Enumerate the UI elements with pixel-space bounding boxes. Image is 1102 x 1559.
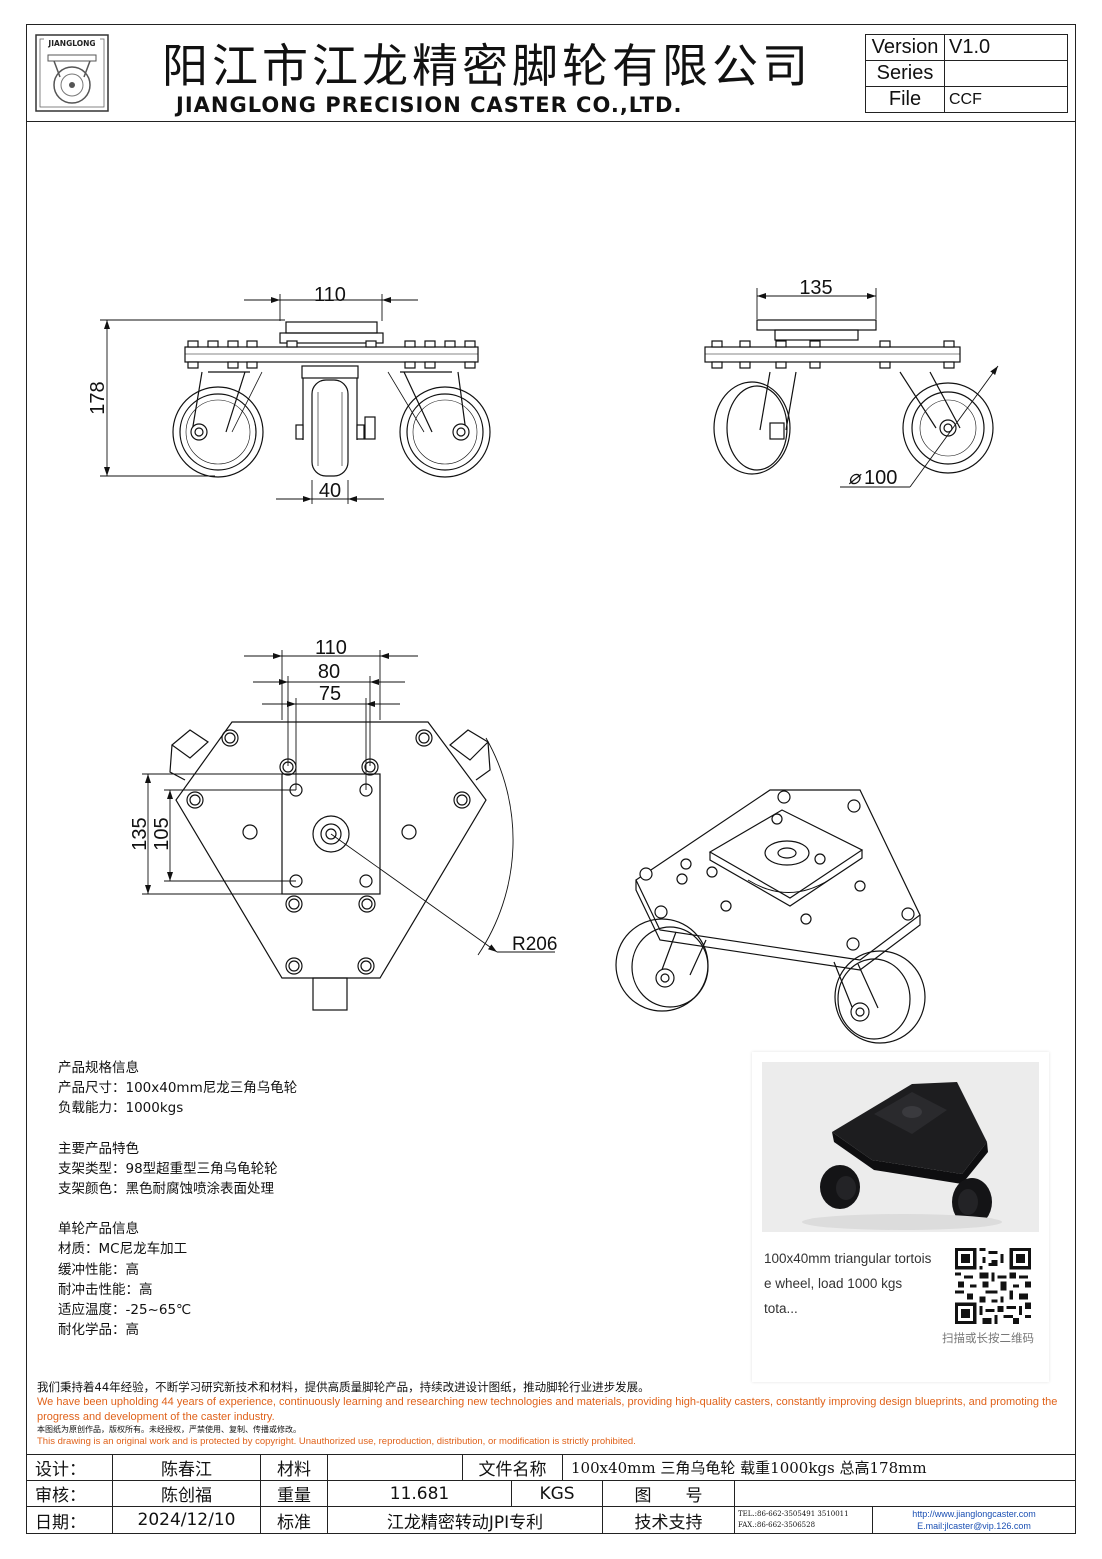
tel-text: TEL.:86-662-3505491 3510011 (738, 1510, 849, 1518)
standard-value: 江龙精密转动JPI专利 (327, 1506, 603, 1534)
series-value (944, 60, 1068, 87)
top-view (169, 721, 514, 1011)
dim-top-outer: 110 (315, 637, 347, 659)
website-link[interactable]: http://www.jianglongcaster.com (912, 1509, 1036, 1519)
dim-front-height: 178 (87, 381, 109, 414)
dim-wheel-width: 40 (319, 480, 341, 502)
dim-wheel-dia: 100 (864, 467, 897, 489)
dim-front-width: 110 (314, 284, 346, 306)
title-block: 设计： 陈春江 材料 文件名称 100x40mm 三角乌龟轮 载重1000kgs… (26, 1454, 1076, 1534)
version-label: Version (865, 34, 945, 61)
review-label: 审核： (26, 1480, 113, 1507)
front-view (172, 321, 491, 478)
email-link[interactable]: E.mail:jlcaster@vip.126.com (917, 1521, 1031, 1531)
weight-value: 11.681 (327, 1480, 512, 1507)
design-value: 陈春江 (112, 1454, 261, 1481)
design-label: 设计： (26, 1454, 113, 1481)
spec-line: 缓冲性能：高 (58, 1261, 139, 1278)
company-name-cn: 阳江市江龙精密脚轮有限公司 (162, 39, 812, 93)
contact-web[interactable]: http://www.jianglongcaster.com E.mail:jl… (872, 1506, 1076, 1534)
company-statement: 我们秉持着44年经验，不断学习研究新技术和材料，提供高质量脚轮产品，持续改进设计… (37, 1380, 1077, 1448)
file-value: CCF (944, 86, 1068, 113)
spec-line: 产品尺寸：100x40mm尼龙三角乌龟轮 (58, 1080, 298, 1097)
dim-side-width: 135 (799, 277, 832, 299)
product-photo (762, 1062, 1039, 1232)
material-label: 材料 (260, 1454, 328, 1481)
support-label: 技术支持 (602, 1506, 735, 1534)
spec-line: 材质：MC尼龙车加工 (58, 1241, 188, 1258)
spec-section-title-1: 产品规格信息 (58, 1060, 139, 1076)
logo-text: JIANGLONG (47, 39, 95, 48)
company-name-en: JIANGLONG PRECISION CASTER CO.,LTD. (176, 93, 683, 117)
standard-label: 标准 (260, 1506, 328, 1534)
spec-line: 适应温度：-25~65℃ (58, 1302, 192, 1319)
file-label: File (865, 86, 945, 113)
product-card[interactable]: 100x40mm triangular tortois e wheel, loa… (752, 1052, 1049, 1382)
spec-line: 支架颜色：黑色耐腐蚀喷涂表面处理 (58, 1181, 274, 1198)
date-value: 2024/12/10 (112, 1506, 261, 1534)
date-label: 日期： (26, 1506, 113, 1534)
weight-unit: KGS (511, 1480, 603, 1507)
review-value: 陈创福 (112, 1480, 261, 1507)
diameter-symbol: ⌀ (848, 467, 862, 489)
scan-hint: 扫描或长按二维码 (942, 1331, 1034, 1345)
product-spec: 产品规格信息 产品尺寸：100x40mm尼龙三角乌龟轮 负载能力：1000kgs… (58, 1058, 297, 1340)
fax-text: FAX.:86-662-3506528 (738, 1521, 816, 1529)
material-value (327, 1454, 463, 1481)
copyright-cn: 本图纸为原创作品，版权所有。未经授权，严禁使用、复制、传播或修改。 (37, 1425, 301, 1434)
filename-value: 100x40mm 三角乌龟轮 载重1000kgs 总高178mm (562, 1454, 1076, 1481)
spec-line: 耐化学品：高 (58, 1322, 139, 1339)
statement-en: We have been upholding 44 years of exper… (37, 1396, 1058, 1423)
series-label: Series (865, 60, 945, 87)
caption-line-2: e wheel, load 1000 kgs tota... (764, 1276, 903, 1316)
spec-section-title-3: 单轮产品信息 (58, 1221, 139, 1238)
dim-top-height-outer: 135 (129, 817, 151, 850)
spec-line: 耐冲击性能：高 (58, 1281, 153, 1298)
technical-drawing: 110 178 40 135 ⌀ 100 (87, 277, 999, 1044)
contact-phone: TEL.:86-662-3505491 3510011 FAX.:86-662-… (734, 1506, 873, 1534)
version-value: V1.0 (944, 34, 1068, 61)
statement-cn: 我们秉持着44年经验，不断学习研究新技术和材料，提供高质量脚轮产品，持续改进设计… (37, 1380, 650, 1394)
product-caption[interactable]: 100x40mm triangular tortois e wheel, loa… (764, 1246, 934, 1321)
spec-line: 负载能力：1000kgs (58, 1100, 184, 1117)
spec-line: 支架类型：98型超重型三角乌龟轮轮 (58, 1160, 278, 1177)
header-divider (26, 121, 1076, 122)
spec-section-title-2: 主要产品特色 (58, 1140, 139, 1157)
dim-top-inner: 75 (319, 683, 341, 705)
drawing-no-label: 图 号 (602, 1480, 735, 1507)
weight-label: 重量 (260, 1480, 328, 1507)
isometric-view (615, 789, 926, 1044)
dim-top-radius: R206 (512, 934, 557, 955)
company-logo: JIANGLONG (35, 34, 109, 112)
filename-label: 文件名称 (462, 1454, 563, 1481)
qr-code[interactable] (955, 1248, 1031, 1324)
copyright-en: This drawing is an original work and is … (37, 1436, 636, 1447)
drawing-no-value (734, 1480, 1076, 1507)
caption-line-1: 100x40mm triangular tortois (764, 1251, 932, 1266)
dim-top-height-inner: 105 (151, 817, 173, 850)
side-view (704, 319, 994, 475)
dim-top-mid: 80 (318, 661, 340, 683)
